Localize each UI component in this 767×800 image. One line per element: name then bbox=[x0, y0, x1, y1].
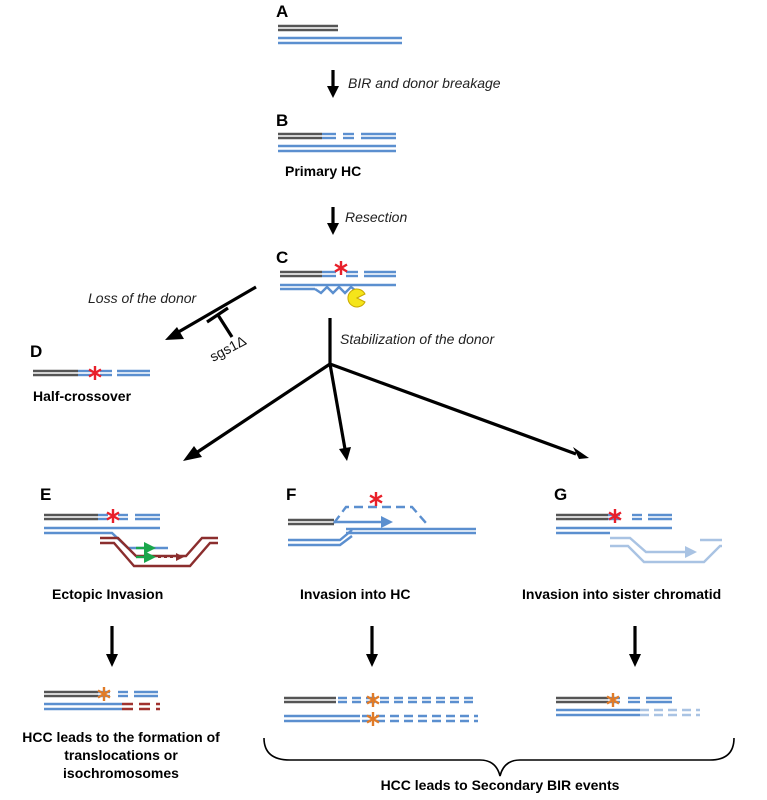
arrow-a-to-b bbox=[327, 70, 339, 98]
red-star-icon bbox=[608, 509, 622, 523]
step-loss-donor: Loss of the donor bbox=[88, 290, 198, 306]
red-star-icon bbox=[334, 261, 348, 275]
red-star-icon bbox=[369, 492, 383, 506]
orange-star-icon bbox=[366, 693, 380, 707]
red-star-icon bbox=[106, 509, 120, 523]
result-e: HCC leads to the formation of translocat… bbox=[22, 687, 220, 781]
orange-star-icon bbox=[606, 693, 620, 707]
label-ectopic-invasion: Ectopic Invasion bbox=[52, 586, 163, 602]
panel-b: B Primary HC bbox=[276, 111, 396, 179]
result-g bbox=[556, 693, 700, 717]
arrow-c-to-d bbox=[165, 285, 257, 340]
label-sgs1: sgs1Δ bbox=[207, 332, 249, 364]
panel-f-strands bbox=[288, 505, 476, 547]
panel-b-letter: B bbox=[276, 111, 288, 130]
step-resection: Resection bbox=[345, 209, 407, 225]
label-half-crossover: Half-crossover bbox=[33, 388, 132, 404]
panel-a: A bbox=[276, 2, 402, 45]
arrow-b-to-c bbox=[327, 207, 339, 235]
result-f bbox=[284, 693, 478, 726]
panel-e-strands bbox=[44, 513, 218, 568]
panel-e: E Ectopic bbox=[40, 485, 218, 602]
branch-arrows bbox=[183, 362, 589, 461]
curly-brace bbox=[263, 737, 735, 777]
panel-d-letter: D bbox=[30, 342, 42, 361]
label-hcc-secondary-bir: HCC leads to Secondary BIR events bbox=[381, 777, 620, 793]
panel-g-letter: G bbox=[554, 485, 567, 504]
label-invasion-sister: Invasion into sister chromatid bbox=[522, 586, 721, 602]
dotted-arrow-icon bbox=[158, 553, 184, 561]
panel-f: F Invasion into HC bbox=[286, 485, 476, 602]
panel-g: G Invasion into sister chromatid bbox=[522, 485, 722, 602]
green-arrow-icon bbox=[136, 542, 156, 563]
label-primary-hc: Primary HC bbox=[285, 163, 361, 179]
panel-a-recipient-strands bbox=[278, 36, 402, 45]
arrow-f-down bbox=[366, 626, 378, 667]
arrow-g-down bbox=[629, 626, 641, 667]
orange-star-icon bbox=[366, 712, 380, 726]
red-star-icon bbox=[88, 366, 102, 380]
orange-star-icon bbox=[97, 687, 111, 701]
label-hcc-translocations-2: translocations or bbox=[64, 747, 178, 763]
panel-d: D Half-crossover bbox=[30, 342, 150, 404]
arrow-e-down bbox=[106, 626, 118, 667]
panel-c-letter: C bbox=[276, 248, 288, 267]
inhibition-bar bbox=[206, 306, 234, 338]
panel-a-donor-strands bbox=[278, 24, 338, 32]
label-hcc-translocations-1: HCC leads to the formation of bbox=[22, 729, 220, 745]
panel-g-strands bbox=[556, 513, 722, 564]
label-invasion-hc: Invasion into HC bbox=[300, 586, 410, 602]
panel-c-strands bbox=[280, 270, 396, 295]
panel-f-letter: F bbox=[286, 485, 296, 504]
nuclease-pacman-icon bbox=[347, 288, 366, 308]
label-hcc-translocations-3: isochromosomes bbox=[63, 765, 179, 781]
panel-e-letter: E bbox=[40, 485, 51, 504]
panel-c: C bbox=[276, 248, 396, 308]
step-bir-breakage: BIR and donor breakage bbox=[348, 75, 501, 91]
step-stabilization: Stabilization of the donor bbox=[340, 331, 495, 347]
panel-b-strands bbox=[278, 132, 396, 153]
panel-a-letter: A bbox=[276, 2, 288, 21]
